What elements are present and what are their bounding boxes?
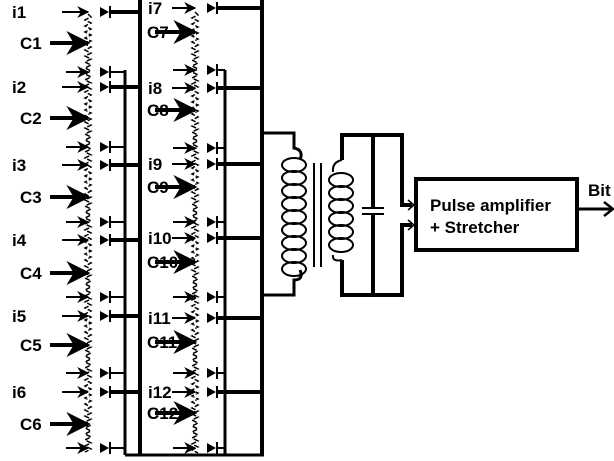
diode-icon [100,7,109,17]
coil-loop [328,172,354,188]
diode-icon [100,160,109,170]
diode-icon [207,368,216,378]
diode-icon [207,83,216,93]
right-channel-3: i9C9 [147,155,262,228]
diode-icon [207,159,216,169]
right-channel-2: i8C8 [147,79,262,154]
diode-icon [207,217,216,227]
right-channel-4: i10C10 [147,229,262,303]
diode-icon [207,3,216,13]
diode-icon [207,143,216,153]
right-resistor-chain [190,11,200,454]
secondary-lead [340,133,412,297]
coil-loop [281,170,307,186]
diode-icon [207,292,216,302]
right-channel-6: i12C12 [147,383,262,454]
coil-loop [281,235,307,251]
diode-icon [100,142,109,152]
output: Bit [577,181,614,217]
coil-loop [281,157,307,173]
current-label: i7 [148,0,162,18]
secondary-coil [328,172,354,253]
current-label: i10 [148,229,172,248]
diode-icon [100,217,109,227]
coil-loop [328,224,354,240]
control-label: C1 [20,34,42,53]
coil-loop [328,185,354,201]
current-label: i1 [12,3,26,22]
diode-icon [207,387,216,397]
right-channel-group: i7C7i8C8i9C9i10C10i11C11i12C12 [147,0,262,454]
coil-loop [328,198,354,214]
current-label: i2 [12,78,26,97]
diode-icon [207,65,216,75]
amplifier-label-line1: Pulse amplifier [430,196,551,215]
right-channel-5: i11C11 [147,309,262,379]
diode-icon [100,443,109,453]
coil-loop [281,248,307,264]
diode-icon [100,67,109,77]
diode-icon [207,313,216,323]
current-label: i9 [148,155,162,174]
diode-icon [100,387,109,397]
current-label: i5 [12,307,26,326]
tank-capacitor [362,135,384,295]
amplifier-label-line2: + Stretcher [430,218,520,237]
primary-lead [262,131,303,297]
control-label: C4 [20,264,42,283]
diode-icon [100,311,109,321]
coil-loop [328,211,354,227]
diode-icon [100,82,109,92]
secondary-coil-ends [331,159,343,262]
control-label: C6 [20,415,42,434]
output-arrow-icon [603,201,614,217]
output-label: Bit [588,181,611,200]
coil-loop [328,237,354,253]
current-label: i6 [12,383,26,402]
diode-icon [100,235,109,245]
amplifier-box [414,177,579,252]
primary-coil [281,157,307,277]
right-channel-1: i7C7 [147,0,262,76]
transformer [262,131,412,297]
control-label: C3 [20,188,42,207]
coil-loop [281,209,307,225]
coil-loop [281,222,307,238]
current-label: i4 [12,231,27,250]
diode-icon [207,233,216,243]
coil-loop [281,261,307,277]
coil-loop [281,196,307,212]
control-label: C2 [20,109,42,128]
diode-icon [207,443,216,453]
coil-loop [281,183,307,199]
control-label: C5 [20,336,42,355]
diode-icon [100,292,109,302]
current-label: i8 [148,79,162,98]
left-resistor-chain [83,13,93,453]
current-label: i3 [12,156,26,175]
current-label: i12 [148,383,172,402]
pulse-amplifier-block: Pulse amplifier + Stretcher [414,177,579,252]
current-label: i11 [148,309,171,328]
diode-icon [100,368,109,378]
